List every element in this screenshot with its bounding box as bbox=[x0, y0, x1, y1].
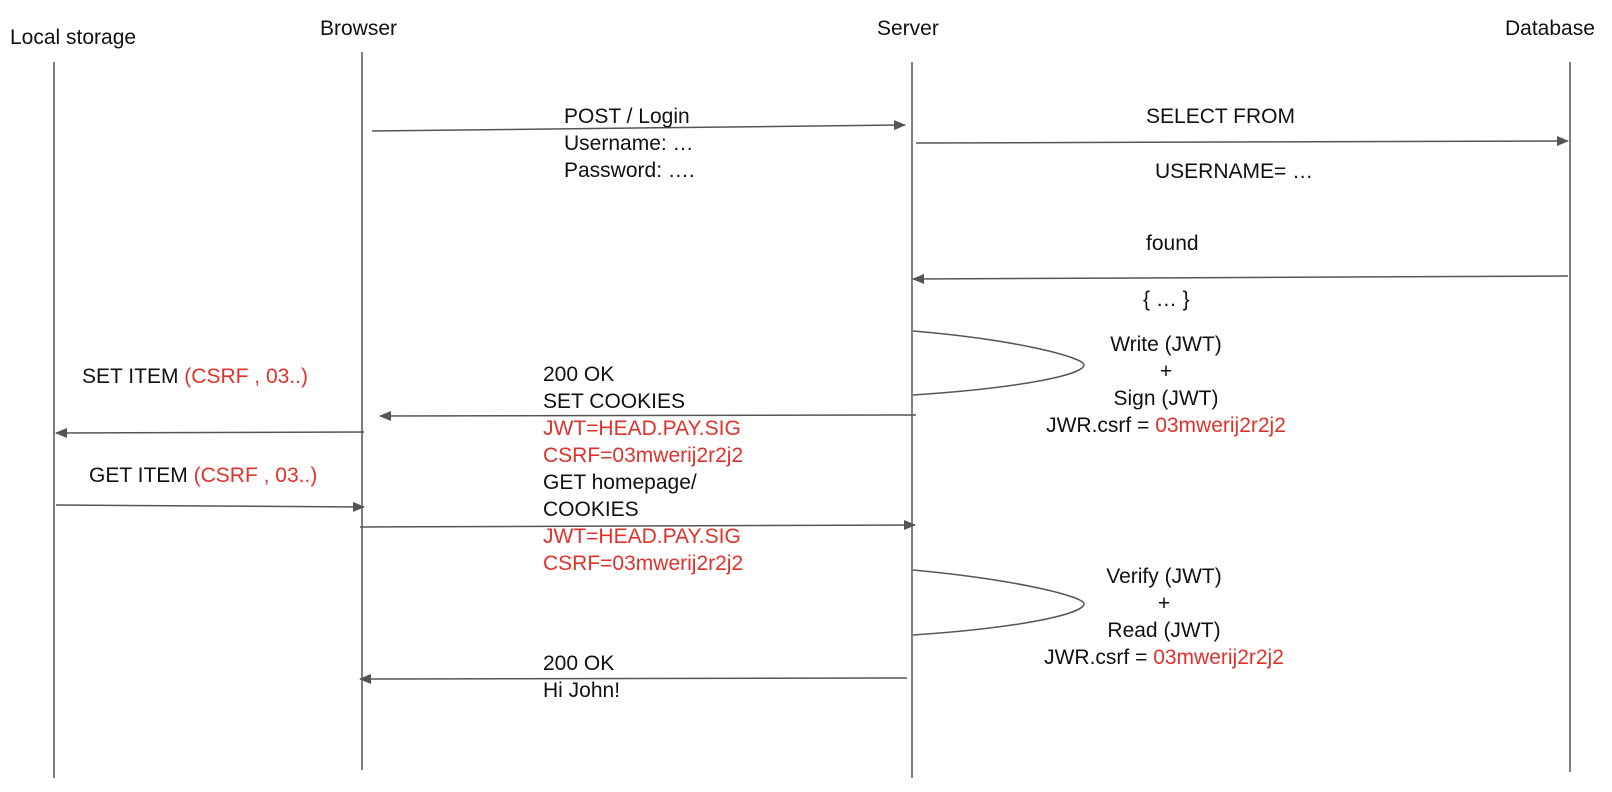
arrow-select-from bbox=[915, 136, 1569, 147]
arrow-get-homepage bbox=[359, 520, 916, 531]
csrf-prefix-1: JWR.csrf = bbox=[1046, 414, 1156, 437]
request2-get: GET homepage/ bbox=[543, 471, 697, 494]
label-select-from: SELECT FROM bbox=[1146, 105, 1295, 128]
set-item-label: SET ITEM bbox=[82, 365, 185, 388]
jwr-csrf-2: JWR.csrf = 03mwerij2r2j2 bbox=[1014, 644, 1314, 671]
response2-status: 200 OK bbox=[543, 652, 615, 675]
label-response-cookies: 200 OK SET COOKIES JWT=HEAD.PAY.SIG CSRF… bbox=[543, 361, 743, 577]
get-item-value: (CSRF , 03..) bbox=[193, 464, 318, 487]
label-post-login: POST / Login Username: … Password: …. bbox=[564, 103, 695, 184]
verify-jwt: Verify (JWT) bbox=[1106, 565, 1222, 588]
arrow-found bbox=[912, 273, 1569, 284]
label-username-eq: USERNAME= … bbox=[1155, 160, 1314, 183]
write-jwt: Write (JWT) bbox=[1110, 333, 1222, 356]
label-found: found bbox=[1146, 232, 1199, 255]
request2-csrf: CSRF=03mwerij2r2j2 bbox=[543, 552, 744, 575]
request2-cookies: COOKIES bbox=[543, 498, 639, 521]
plus-2: + bbox=[1157, 592, 1171, 615]
get-item-label: GET ITEM bbox=[89, 464, 194, 487]
label-set-item: SET ITEM (CSRF , 03..) bbox=[82, 363, 308, 390]
jwr-csrf-1: JWR.csrf = 03mwerij2r2j2 bbox=[1016, 412, 1316, 439]
arrow-response-cookies bbox=[379, 410, 917, 421]
csrf-value-2: 03mwerij2r2j2 bbox=[1153, 646, 1284, 669]
header-server: Server bbox=[877, 17, 939, 40]
self-loop-verify-read bbox=[912, 569, 1085, 636]
header-browser: Browser bbox=[320, 17, 398, 40]
set-item-value: (CSRF , 03..) bbox=[184, 365, 308, 388]
response1-csrf: CSRF=03mwerij2r2j2 bbox=[543, 444, 744, 467]
sign-jwt: Sign (JWT) bbox=[1113, 387, 1219, 410]
self-loop-write-sign bbox=[912, 330, 1085, 396]
header-local-storage: Local storage bbox=[10, 26, 137, 49]
login-line: POST / Login bbox=[564, 105, 690, 128]
label-found-object: { … } bbox=[1143, 288, 1190, 311]
plus-1: + bbox=[1159, 360, 1173, 383]
response1-set-cookies: SET COOKIES bbox=[543, 390, 685, 413]
read-jwt: Read (JWT) bbox=[1107, 619, 1221, 642]
arrow-post-login bbox=[371, 120, 906, 132]
request2-jwt: JWT=HEAD.PAY.SIG bbox=[543, 525, 741, 548]
header-database: Database bbox=[1505, 17, 1595, 40]
response1-jwt: JWT=HEAD.PAY.SIG bbox=[543, 417, 741, 440]
label-get-item: GET ITEM (CSRF , 03..) bbox=[89, 462, 317, 489]
login-password: Password: …. bbox=[564, 159, 695, 182]
arrow-hi-john bbox=[359, 673, 908, 684]
response2-greeting: Hi John! bbox=[543, 679, 621, 702]
csrf-value-1: 03mwerij2r2j2 bbox=[1155, 414, 1286, 437]
csrf-prefix-2: JWR.csrf = bbox=[1044, 646, 1154, 669]
label-verify-read: Verify (JWT) + Read (JWT) JWR.csrf = 03m… bbox=[1014, 563, 1314, 671]
label-write-sign: Write (JWT) + Sign (JWT) JWR.csrf = 03mw… bbox=[1016, 331, 1316, 439]
label-hi-john: 200 OK Hi John! bbox=[543, 650, 620, 704]
response1-status: 200 OK bbox=[543, 363, 615, 386]
arrow-set-item bbox=[55, 427, 365, 438]
arrow-get-item bbox=[55, 501, 365, 512]
login-username: Username: … bbox=[564, 132, 694, 155]
